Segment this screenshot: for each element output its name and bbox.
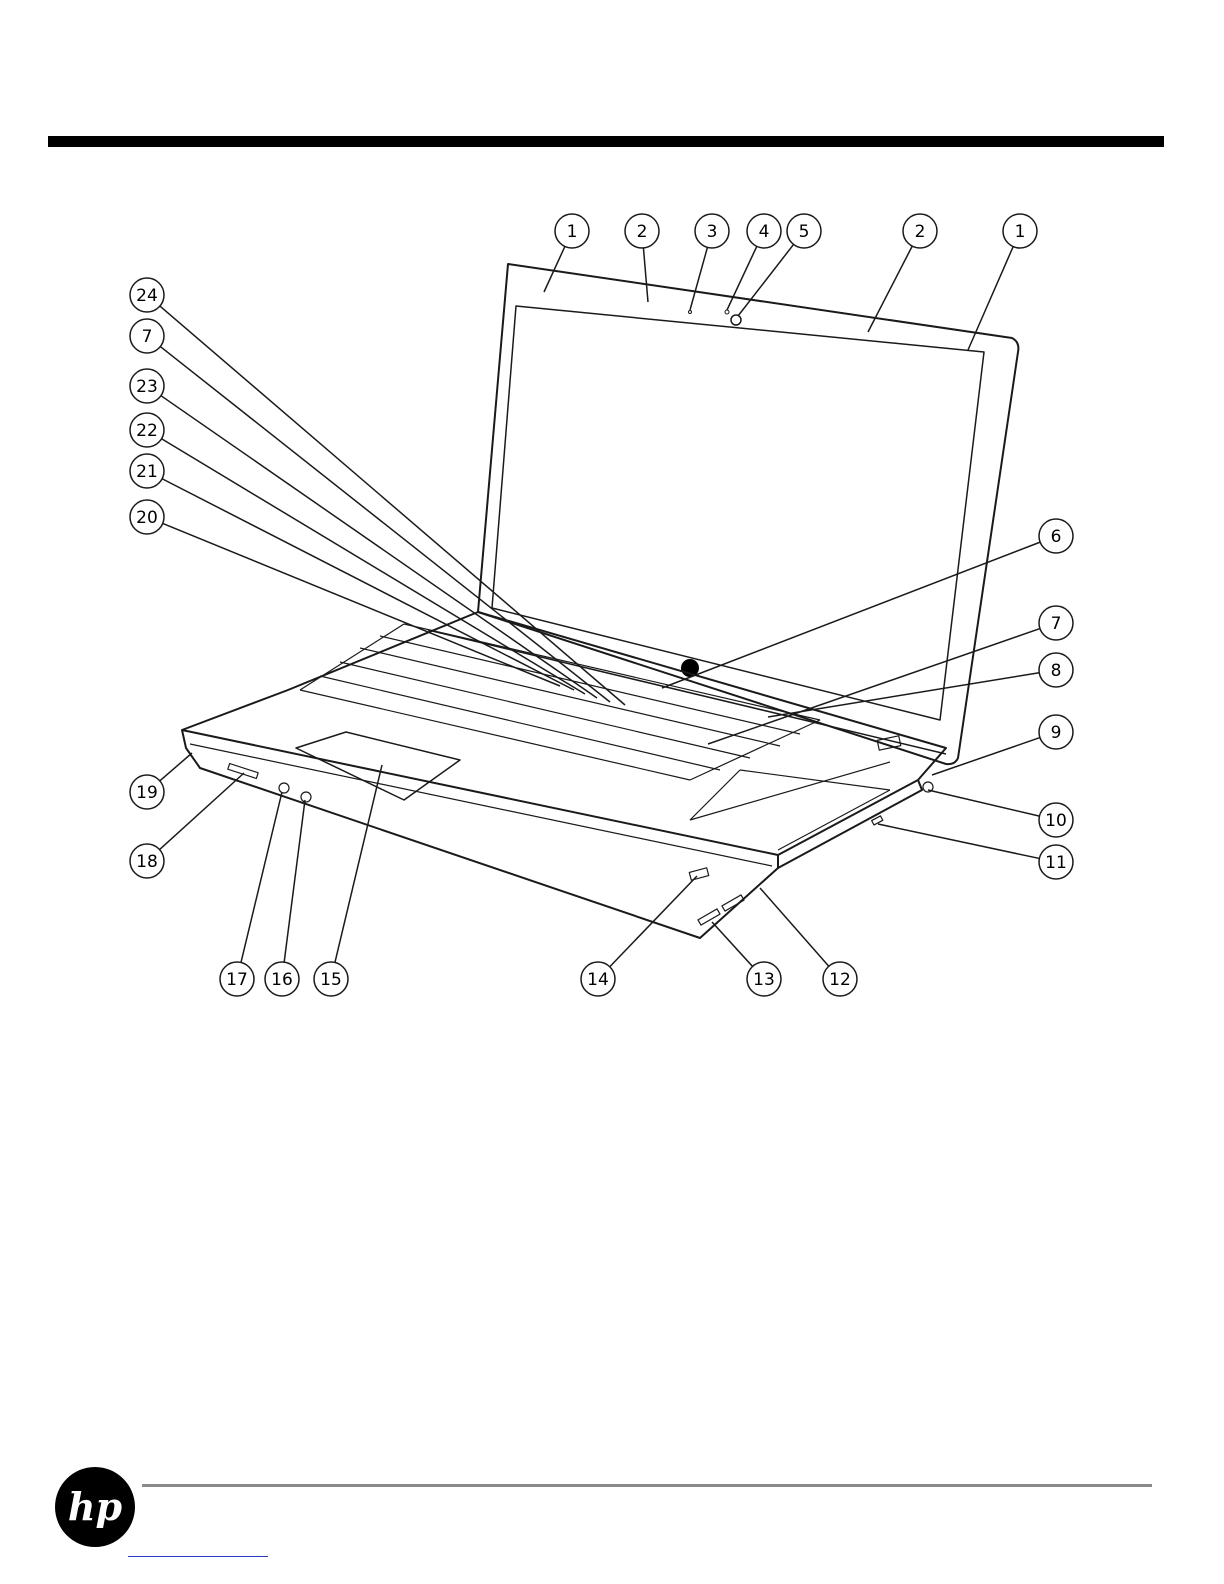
media-card-slot-icon xyxy=(228,764,258,779)
callout-c6: 6 xyxy=(1039,519,1073,553)
leader-lines xyxy=(160,244,1041,966)
fingerprint-reader-icon xyxy=(689,868,708,880)
callout-c5: 5 xyxy=(787,214,821,248)
callout-c11: 11 xyxy=(1039,845,1073,879)
hinge xyxy=(428,630,946,754)
microphone-icon xyxy=(689,311,692,314)
leader-line-c20 xyxy=(163,523,560,686)
callout-number: 3 xyxy=(707,222,718,242)
callout-c13: 13 xyxy=(747,962,781,996)
callout-number: 20 xyxy=(136,508,158,528)
laptop-drawing xyxy=(182,264,1018,938)
callout-c16: 16 xyxy=(265,962,299,996)
callout-c22: 22 xyxy=(130,413,164,447)
callout-c9: 9 xyxy=(1039,715,1073,749)
callout-number: 5 xyxy=(799,222,810,242)
callout-c23: 23 xyxy=(130,369,164,403)
footer-rule xyxy=(142,1484,1152,1487)
callout-c21: 21 xyxy=(130,454,164,488)
footer-link-underline[interactable] xyxy=(128,1556,268,1557)
leader-line-c10 xyxy=(928,790,1039,816)
callout-c10: 10 xyxy=(1039,803,1073,837)
callout-number: 16 xyxy=(271,970,293,990)
callout-number: 6 xyxy=(1051,527,1062,547)
leader-line-c18 xyxy=(160,773,244,850)
callout-number: 1 xyxy=(567,222,578,242)
leader-line-c11 xyxy=(878,824,1039,858)
callout-number: 4 xyxy=(759,222,770,242)
leader-line-c12 xyxy=(760,888,829,966)
callout-number: 19 xyxy=(136,783,158,803)
callout-number: 10 xyxy=(1045,811,1067,831)
callout-c7a: 7 xyxy=(130,319,164,353)
callout-number: 17 xyxy=(226,970,248,990)
keyboard xyxy=(300,624,820,780)
callout-number: 15 xyxy=(320,970,342,990)
callout-number: 11 xyxy=(1045,853,1067,873)
callout-c2a: 2 xyxy=(625,214,659,248)
leader-line-c3 xyxy=(690,247,707,310)
callout-c14: 14 xyxy=(581,962,615,996)
touchpad xyxy=(296,732,460,800)
callout-number: 7 xyxy=(1051,614,1062,634)
callout-number: 13 xyxy=(753,970,775,990)
webcam-icon xyxy=(731,315,741,325)
leader-line-c14 xyxy=(610,876,697,967)
callout-c2b: 2 xyxy=(903,214,937,248)
callout-number: 23 xyxy=(136,377,158,397)
callout-number: 2 xyxy=(637,222,648,242)
leader-line-c15 xyxy=(335,765,382,962)
headphone-jack-icon xyxy=(279,783,289,793)
leader-line-c7a xyxy=(160,347,610,702)
callout-c12: 12 xyxy=(823,962,857,996)
webcam-light-icon xyxy=(725,310,729,314)
leader-line-c13 xyxy=(712,922,753,966)
callout-c4: 4 xyxy=(747,214,781,248)
callout-number: 9 xyxy=(1051,723,1062,743)
microphone-jack-icon xyxy=(301,792,311,802)
callout-number: 21 xyxy=(136,462,158,482)
callout-number: 1 xyxy=(1015,222,1026,242)
callout-number: 8 xyxy=(1051,661,1062,681)
leader-line-c2a xyxy=(643,248,648,302)
leader-line-c24 xyxy=(160,306,625,705)
leader-line-c16 xyxy=(284,800,305,962)
callout-c8: 8 xyxy=(1039,653,1073,687)
leader-line-c17 xyxy=(241,792,282,962)
numeric-keypad xyxy=(690,762,890,850)
callout-c24: 24 xyxy=(130,278,164,312)
leader-line-c6 xyxy=(662,542,1040,688)
callout-number: 14 xyxy=(587,970,609,990)
callout-c15: 15 xyxy=(314,962,348,996)
callout-c18: 18 xyxy=(130,844,164,878)
callout-c3: 3 xyxy=(695,214,729,248)
callout-c1a: 1 xyxy=(555,214,589,248)
callout-c19: 19 xyxy=(130,775,164,809)
hp-logo-icon: hp xyxy=(54,1466,136,1548)
callout-number: 12 xyxy=(829,970,851,990)
base-side xyxy=(778,780,922,868)
callout-number: 18 xyxy=(136,852,158,872)
callout-number: 22 xyxy=(136,421,158,441)
callout-c7b: 7 xyxy=(1039,606,1073,640)
callout-number: 24 xyxy=(136,286,158,306)
svg-text:hp: hp xyxy=(68,1484,123,1529)
callout-c20: 20 xyxy=(130,500,164,534)
callout-c1b: 1 xyxy=(1003,214,1037,248)
leader-line-c9 xyxy=(932,738,1040,775)
leader-line-c19 xyxy=(160,753,192,781)
callout-number: 7 xyxy=(142,327,153,347)
callout-number: 2 xyxy=(915,222,926,242)
callout-c17: 17 xyxy=(220,962,254,996)
